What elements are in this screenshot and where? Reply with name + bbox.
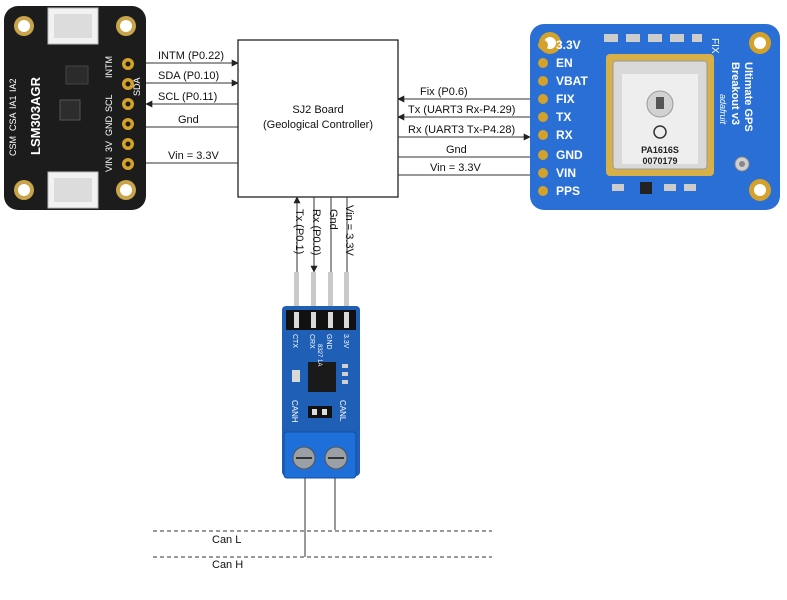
sensor-pin-3v: 3V	[104, 141, 114, 152]
gps-pin-vin: VIN	[556, 166, 576, 180]
gps-title-line2: Breakout v3	[729, 62, 741, 125]
wire-can-vin-label: Vin = 3.3V	[343, 205, 355, 257]
can-bus: Can L Can H	[153, 478, 492, 571]
sensor-left-label-2: IA1	[8, 95, 18, 109]
sensor-pin-vin: VIN	[104, 157, 114, 172]
gps-pin-en: EN	[556, 56, 573, 70]
can-l-label: CANL	[338, 400, 347, 422]
wire-gps-vin-label: Vin = 3.3V	[430, 162, 482, 174]
gps-module-part: PA1616S	[641, 145, 679, 155]
wire-gps-rx-label: Rx (UART3 Tx-P4.28)	[408, 124, 515, 136]
sensor-left-label-3: IA2	[8, 78, 18, 92]
can-h-label: CANH	[290, 400, 299, 423]
gps-module-code: 0070179	[642, 156, 677, 166]
wire-intm-label: INTM (P0.22)	[158, 50, 224, 62]
sensor-left-label-0: CSM	[8, 136, 18, 156]
wire-gps-gnd-label: Gnd	[446, 144, 467, 156]
can-pin-gnd: GND	[325, 334, 332, 350]
gps-pin-pps: PPS	[556, 184, 580, 198]
sj2-controller: SJ2 Board (Geological Controller)	[237, 39, 399, 198]
wire-can-tx-label: Tx (P0.1)	[293, 209, 305, 254]
can-header	[286, 310, 356, 330]
gps-board: 3.3V EN VBAT FIX TX RX GND VIN PPS FIX P…	[530, 24, 780, 210]
sensor-left-label-1: CSA	[8, 112, 18, 131]
gps-pin-vbat: VBAT	[556, 74, 588, 88]
gps-title-line1: Ultimate GPS	[742, 62, 754, 132]
sensor-pads	[122, 58, 134, 170]
wire-fix-label: Fix (P0.6)	[420, 86, 468, 98]
sensor-pin-intm: INTM	[104, 56, 114, 78]
wire-sda-label: SDA (P0.10)	[158, 70, 219, 82]
can-pin-ctx: CTX	[291, 334, 298, 348]
can-chip-label: 8327 1A	[316, 344, 322, 366]
sensor-wires: INTM (P0.22) SDA (P0.10) SCL (P0.11) Gnd…	[145, 50, 239, 164]
gps-pin-fix: FIX	[556, 92, 575, 106]
sensor-part-label: LSM303AGR	[28, 76, 43, 155]
wire-can-gnd-label: Gnd	[327, 209, 339, 230]
gps-pin-rx: RX	[556, 128, 573, 142]
wire-sensor-gnd-label: Gnd	[178, 114, 199, 126]
controller-subtitle: (Geological Controller)	[263, 119, 373, 131]
controller-title: SJ2 Board	[292, 104, 343, 116]
sensor-pin-sda: SDA	[132, 77, 142, 96]
can-pin-3v3: 3.3V	[342, 334, 349, 349]
gps-wires: Fix (P0.6) Tx (UART3 Rx-P4.29) Rx (UART3…	[397, 86, 531, 176]
sensor-pin-scl: SCL	[104, 94, 114, 112]
wire-sensor-vin-label: Vin = 3.3V	[168, 150, 220, 162]
bus-can-h-label: Can H	[212, 559, 243, 571]
can-chip	[308, 362, 336, 392]
sensor-pin-gnd: GND	[104, 116, 114, 137]
gps-pin-3v3: 3.3V	[556, 38, 581, 52]
gps-fix-label: FIX	[709, 38, 720, 54]
sensor-chip	[59, 99, 81, 121]
can-jumper	[308, 406, 332, 418]
gps-brand: adafruit	[718, 94, 728, 125]
can-transceiver-board: CTX CRX GND 3.3V 8327 1A CANH CANL	[282, 272, 360, 479]
can-pin-crx: CRX	[308, 334, 315, 349]
gps-pin-gnd: GND	[556, 148, 583, 162]
gps-pin-tx: TX	[556, 110, 571, 124]
wire-scl-label: SCL (P0.11)	[158, 91, 217, 103]
wire-can-rx-label: Rx (P0.0)	[310, 209, 322, 255]
controller-box	[237, 39, 399, 198]
bus-can-l-label: Can L	[212, 534, 241, 546]
lsm303agr-board: LSM303AGR CSM CSA IA1 IA2 INTM SCL GND 3…	[4, 6, 146, 210]
module-logo-icon	[653, 125, 667, 139]
can-wires: Tx (P0.1) Rx (P0.0) Gnd Vin = 3.3V	[293, 196, 355, 273]
gps-pads	[538, 40, 548, 196]
wire-gps-tx-label: Tx (UART3 Rx-P4.29)	[408, 104, 515, 116]
